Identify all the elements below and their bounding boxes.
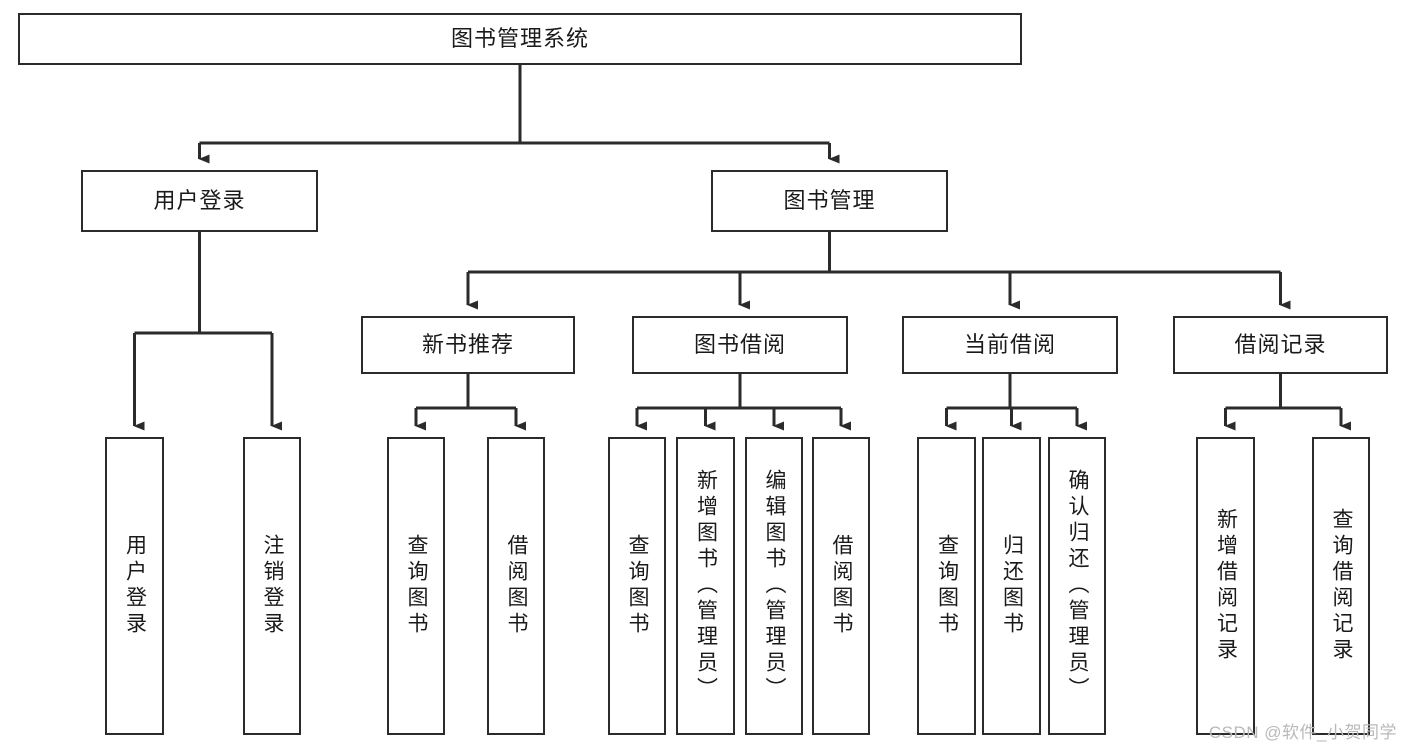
node-leaf-add-record-label: 新增借阅记录 (1214, 508, 1238, 664)
node-new-book-recommend[interactable]: 新书推荐 (361, 316, 575, 374)
node-new-book-recommend-label: 新书推荐 (421, 331, 514, 357)
node-root-label: 图书管理系统 (450, 25, 589, 51)
node-leaf-query-book-1-label: 查询图书 (405, 534, 429, 638)
node-leaf-user-login[interactable]: 用户登录 (105, 437, 164, 735)
node-book-borrow[interactable]: 图书借阅 (632, 316, 848, 374)
node-leaf-query-book-3[interactable]: 查询图书 (917, 437, 976, 735)
node-leaf-return-book[interactable]: 归还图书 (982, 437, 1041, 735)
node-user-login-label: 用户登录 (153, 187, 246, 213)
node-borrow-record-label: 借阅记录 (1234, 331, 1327, 357)
node-borrow-record[interactable]: 借阅记录 (1173, 316, 1388, 374)
node-book-manage-label: 图书管理 (783, 187, 876, 213)
csdn-watermark: CSDN @软件_小贺同学 (1208, 723, 1397, 742)
node-leaf-borrow-book-1-label: 借阅图书 (505, 534, 529, 638)
node-leaf-borrow-book-2-label: 借阅图书 (830, 534, 854, 638)
node-leaf-query-record-label: 查询借阅记录 (1330, 508, 1354, 664)
node-current-borrow[interactable]: 当前借阅 (902, 316, 1118, 374)
node-leaf-logout-label: 注销登录 (261, 534, 285, 638)
node-leaf-borrow-book-1[interactable]: 借阅图书 (487, 437, 545, 735)
node-leaf-confirm-return-label: 确认归还（管理员） (1066, 469, 1090, 703)
node-root[interactable]: 图书管理系统 (18, 13, 1022, 65)
node-leaf-edit-book[interactable]: 编辑图书（管理员） (745, 437, 803, 735)
node-leaf-user-login-label: 用户登录 (123, 534, 147, 638)
node-leaf-query-record[interactable]: 查询借阅记录 (1312, 437, 1370, 735)
node-user-login[interactable]: 用户登录 (81, 170, 318, 232)
node-leaf-add-book-label: 新增图书（管理员） (694, 469, 718, 703)
node-leaf-query-book-2-label: 查询图书 (626, 534, 650, 638)
node-leaf-add-record[interactable]: 新增借阅记录 (1196, 437, 1255, 735)
node-book-borrow-label: 图书借阅 (693, 331, 786, 357)
node-current-borrow-label: 当前借阅 (963, 331, 1056, 357)
node-leaf-add-book[interactable]: 新增图书（管理员） (676, 437, 735, 735)
node-book-manage[interactable]: 图书管理 (711, 170, 948, 232)
node-leaf-logout[interactable]: 注销登录 (243, 437, 301, 735)
node-leaf-query-book-3-label: 查询图书 (935, 534, 959, 638)
node-leaf-borrow-book-2[interactable]: 借阅图书 (812, 437, 870, 735)
node-leaf-query-book-2[interactable]: 查询图书 (608, 437, 666, 735)
node-leaf-confirm-return[interactable]: 确认归还（管理员） (1048, 437, 1106, 735)
node-leaf-edit-book-label: 编辑图书（管理员） (763, 469, 787, 703)
node-leaf-query-book-1[interactable]: 查询图书 (387, 437, 445, 735)
node-leaf-return-book-label: 归还图书 (1000, 534, 1024, 638)
